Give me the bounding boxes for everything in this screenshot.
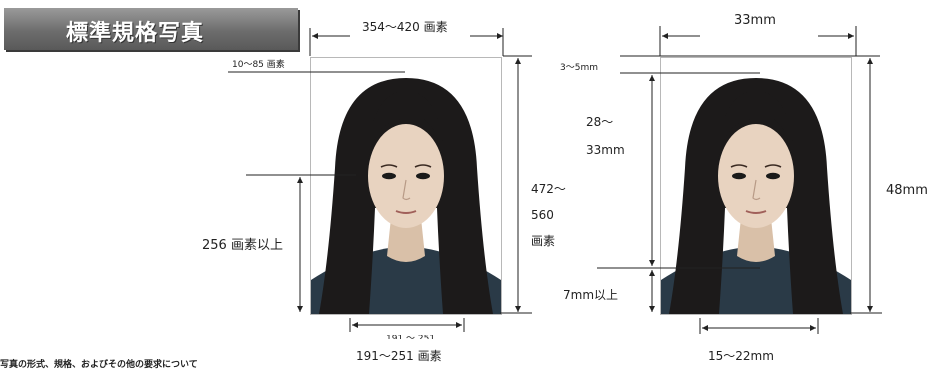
mm-chin-margin-label: 7mm以上 xyxy=(563,288,619,302)
pixel-eye-height-label: 256 画素以上 xyxy=(202,238,283,253)
pixel-face-width-label: 191～251 画素 xyxy=(356,349,442,363)
banner-title: 標準規格写真 xyxy=(66,21,205,46)
pixel-width-label: 354～420 画素 xyxy=(362,20,448,34)
mm-face-width-label: 15～22mm xyxy=(708,349,774,363)
portrait-illustration xyxy=(661,78,851,314)
portrait-photo-mm xyxy=(660,57,852,315)
pixel-face-width-partial-label: 191 ～ 251 xyxy=(386,335,435,339)
mm-head-height-label: 28～ 33mm xyxy=(586,115,625,157)
portrait-photo-pixels xyxy=(310,57,502,315)
mm-height-label: 48mm xyxy=(886,183,928,198)
title-banner: 標準規格写真 xyxy=(4,8,298,50)
pixel-top-margin-label: 10～85 画素 xyxy=(232,60,285,70)
portrait-illustration xyxy=(311,78,501,314)
mm-top-margin-label: 3～5mm xyxy=(560,63,598,73)
pixel-height-label: 472～ 560 画素 xyxy=(531,182,566,248)
mm-width-label: 33mm xyxy=(734,13,776,28)
caption: 写真の形式、規格、およびその他の要求について xyxy=(0,360,198,370)
